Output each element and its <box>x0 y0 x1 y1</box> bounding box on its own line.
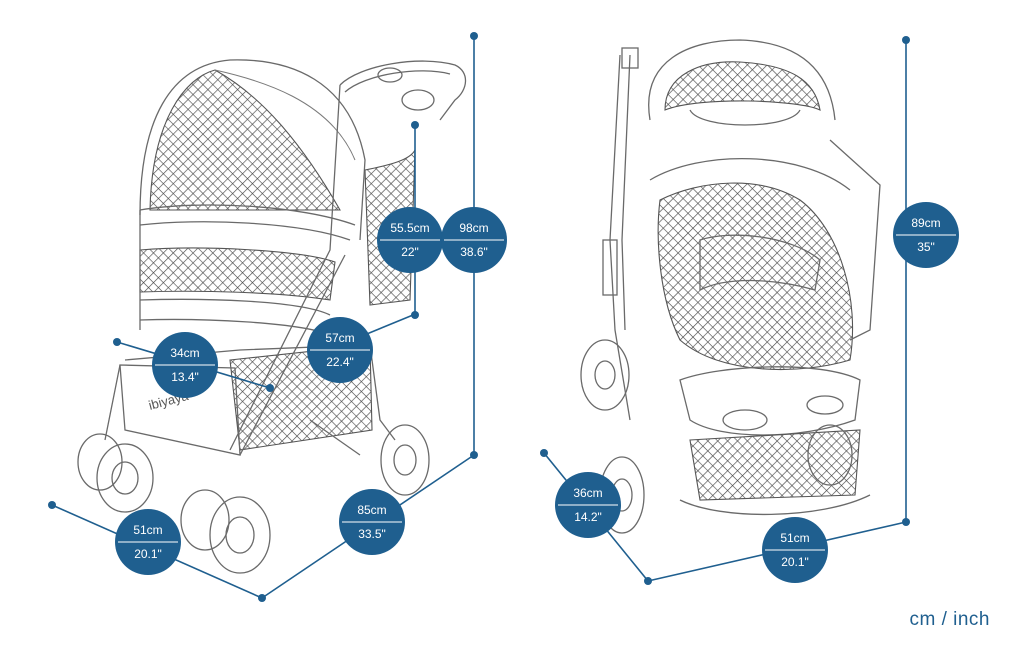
badge-cm-label: 85cm <box>357 503 386 517</box>
badge-34cm: 34cm 13.4" <box>152 332 218 398</box>
stroller-side-drawing <box>580 39 881 534</box>
badge-inch-label: 13.4" <box>171 370 199 384</box>
badge-inch-label: 20.1" <box>781 555 809 569</box>
badge-98cm: 98cm 38.6" <box>441 207 507 273</box>
badge-inch-label: 33.5" <box>358 527 386 541</box>
badge-inch-label: 22.4" <box>326 355 354 369</box>
badge-cm-label: 34cm <box>170 346 199 360</box>
badge-36cm: 36cm 14.2" <box>555 472 621 538</box>
side-far-wheel <box>807 424 853 486</box>
badge-inch-label: 14.2" <box>574 510 602 524</box>
side-rear-wheel <box>580 339 630 411</box>
badge-inch-label: 20.1" <box>134 547 162 561</box>
badge-85cm: 85cm 33.5" <box>339 489 405 555</box>
badge-cm-label: 51cm <box>780 531 809 545</box>
units-label: cm / inch <box>909 609 990 630</box>
front-right-wheels <box>180 489 271 574</box>
badge-cm-label: 51cm <box>133 523 162 537</box>
badge-inch-label: 35" <box>917 240 935 254</box>
badge-cm-label: 55.5cm <box>390 221 429 235</box>
badge-51cm-right: 51cm 20.1" <box>762 517 828 583</box>
badge-cm-label: 57cm <box>325 331 354 345</box>
badge-cm-label: 36cm <box>573 486 602 500</box>
badge-inch-label: 22" <box>401 245 419 259</box>
badge-55-5cm: 55.5cm 22" <box>377 207 443 273</box>
badge-51cm-left: 51cm 20.1" <box>115 509 181 575</box>
badge-cm-label: 89cm <box>911 216 940 230</box>
badge-89cm: 89cm 35" <box>893 202 959 268</box>
rear-wheel <box>380 424 430 496</box>
front-left-wheels <box>77 433 154 513</box>
badge-57cm: 57cm 22.4" <box>307 317 373 383</box>
stroller-perspective-drawing: ibiyaya <box>77 59 467 574</box>
badge-cm-label: 98cm <box>459 221 488 235</box>
badge-inch-label: 38.6" <box>460 245 488 259</box>
